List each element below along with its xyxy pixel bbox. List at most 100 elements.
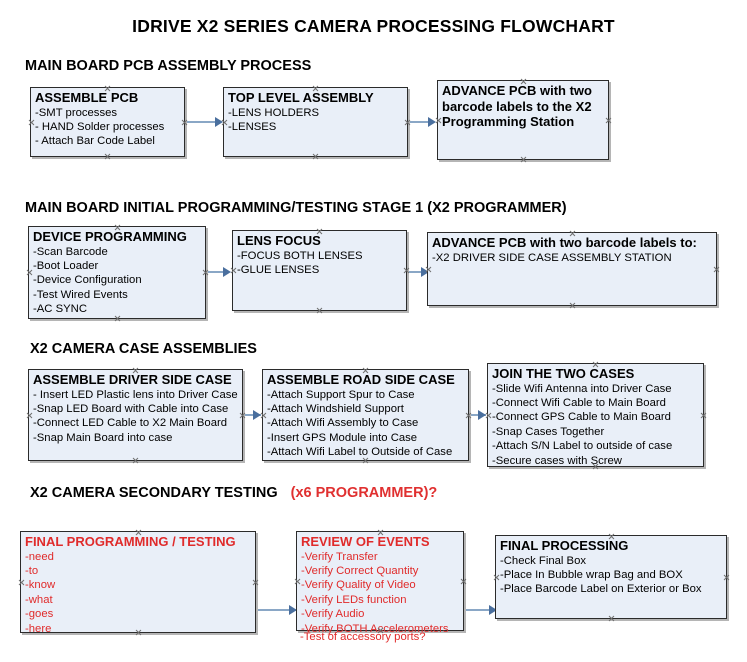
connector-handle-top[interactable] bbox=[312, 85, 319, 92]
connector-handle-left[interactable] bbox=[28, 119, 35, 126]
connector-handle-left[interactable] bbox=[18, 579, 25, 586]
connector-handle-top[interactable] bbox=[362, 367, 369, 374]
node-final-programming-testing[interactable]: FINAL PROGRAMMING / TESTING -need -to -k… bbox=[18, 529, 259, 636]
node-assemble-road-side-case[interactable]: ASSEMBLE ROAD SIDE CASE -Attach Support … bbox=[262, 369, 469, 461]
connector-final-programming-to-review[interactable] bbox=[258, 609, 296, 611]
connector-handle-bottom[interactable] bbox=[316, 307, 323, 314]
node-line: - HAND Solder processes bbox=[35, 120, 165, 133]
node-line: -Snap LED Board with Cable into Case bbox=[33, 402, 229, 415]
node-line: -Connect LED Cable to X2 Main Board bbox=[33, 417, 228, 430]
node-title: ASSEMBLE PCB bbox=[35, 90, 139, 105]
node-line: -Verify BOTH Accelerometers bbox=[301, 622, 449, 635]
connector-handle-bottom[interactable] bbox=[135, 629, 142, 636]
node-join-the-two-cases[interactable]: JOIN THE TWO CASES -Slide Wifi Antenna i… bbox=[487, 363, 704, 467]
connector-handle-right[interactable] bbox=[460, 578, 467, 585]
node-line: -Attach Wifi Label to Outside of Case bbox=[267, 446, 453, 459]
connector-handle-bottom[interactable] bbox=[114, 315, 121, 322]
node-line: -need bbox=[25, 550, 54, 563]
node-line: - Insert LED Plastic lens into Driver Ca… bbox=[33, 388, 238, 401]
connector-handle-left[interactable] bbox=[26, 412, 33, 419]
node-title: LENS FOCUS bbox=[237, 233, 321, 248]
connector-handle-right[interactable] bbox=[723, 574, 730, 581]
connector-handle-left[interactable] bbox=[435, 117, 442, 124]
section-header-x2-camera-case-assemblies: X2 CAMERA CASE ASSEMBLIES bbox=[30, 341, 257, 357]
node-line: -Check Final Box bbox=[500, 554, 587, 567]
connector-lens-focus-to-advance-pcb-driver[interactable] bbox=[409, 271, 427, 273]
connector-handle-top[interactable] bbox=[132, 367, 139, 374]
node-line: -Place In Bubble wrap Bag and BOX bbox=[500, 568, 683, 581]
connector-device-programming-to-lens-focus[interactable] bbox=[208, 271, 229, 273]
connector-handle-bottom[interactable] bbox=[312, 153, 319, 160]
connector-handle-left[interactable] bbox=[425, 266, 432, 273]
node-title: ADVANCE PCB with two barcode labels to: bbox=[432, 235, 697, 250]
connector-top-level-to-advance-pcb[interactable] bbox=[410, 121, 434, 123]
node-line: -goes bbox=[25, 608, 54, 621]
connector-handle-left[interactable] bbox=[26, 269, 33, 276]
node-top-level-assembly[interactable]: TOP LEVEL ASSEMBLY -LENS HOLDERS -LENSES bbox=[223, 87, 408, 157]
connector-handle-left[interactable] bbox=[230, 267, 237, 274]
node-assemble-driver-side-case[interactable]: ASSEMBLE DRIVER SIDE CASE - Insert LED P… bbox=[28, 369, 243, 461]
node-review-of-events[interactable]: REVIEW OF EVENTS -Verify Transfer -Verif… bbox=[294, 529, 467, 635]
node-line: -what bbox=[25, 593, 53, 606]
connector-handle-bottom[interactable] bbox=[569, 302, 576, 309]
arrowhead-icon bbox=[428, 117, 436, 127]
connector-handle-right[interactable] bbox=[605, 117, 612, 124]
connector-handle-top[interactable] bbox=[135, 529, 142, 536]
node-line: -Secure cases with Screw bbox=[492, 454, 622, 467]
connector-handle-bottom[interactable] bbox=[520, 156, 527, 163]
node-advance-pcb-driver-side-station[interactable]: ADVANCE PCB with two barcode labels to: … bbox=[427, 232, 717, 306]
node-assemble-pcb[interactable]: ASSEMBLE PCB -SMT processes - HAND Solde… bbox=[30, 87, 185, 157]
node-title: FINAL PROCESSING bbox=[500, 538, 629, 553]
connector-handle-left[interactable] bbox=[493, 574, 500, 581]
node-line: -know bbox=[25, 579, 56, 592]
connector-handle-top[interactable] bbox=[592, 361, 599, 368]
section-header-text: X2 CAMERA SECONDARY TESTING bbox=[30, 485, 278, 501]
node-line: -SMT processes bbox=[35, 106, 118, 119]
node-title: JOIN THE TWO CASES bbox=[492, 366, 635, 381]
node-line: -Device Configuration bbox=[33, 274, 142, 287]
node-line: -Verify LEDs function bbox=[301, 593, 407, 606]
connector-handle-right[interactable] bbox=[713, 266, 720, 273]
connector-handle-top[interactable] bbox=[316, 228, 323, 235]
connector-handle-left[interactable] bbox=[485, 412, 492, 419]
node-line: -to bbox=[25, 564, 39, 577]
section-header-main-board-initial-programming: MAIN BOARD INITIAL PROGRAMMING/TESTING S… bbox=[25, 200, 567, 216]
connector-review-to-final-processing[interactable] bbox=[466, 609, 495, 611]
node-line: -FOCUS BOTH LENSES bbox=[237, 249, 363, 262]
node-line: -GLUE LENSES bbox=[237, 263, 320, 276]
node-final-processing[interactable]: FINAL PROCESSING -Check Final Box -Place… bbox=[495, 535, 727, 619]
node-line: -Verify Correct Quantity bbox=[301, 564, 419, 577]
connector-handle-top[interactable] bbox=[608, 533, 615, 540]
node-line: -Snap Main Board into case bbox=[33, 431, 173, 444]
node-device-programming[interactable]: DEVICE PROGRAMMING -Scan Barcode -Boot L… bbox=[28, 226, 206, 319]
connector-handle-top[interactable] bbox=[520, 78, 527, 85]
node-line: -Verify Transfer bbox=[301, 550, 378, 563]
connector-handle-bottom[interactable] bbox=[104, 153, 111, 160]
connector-handle-left[interactable] bbox=[221, 119, 228, 126]
arrowhead-icon bbox=[289, 605, 297, 615]
connector-handle-left[interactable] bbox=[260, 412, 267, 419]
arrowhead-icon bbox=[253, 410, 261, 420]
node-line: -Insert GPS Module into Case bbox=[267, 431, 418, 444]
connector-handle-bottom[interactable] bbox=[132, 457, 139, 464]
node-title: TOP LEVEL ASSEMBLY bbox=[228, 90, 374, 105]
connector-handle-top[interactable] bbox=[114, 224, 121, 231]
node-lens-focus[interactable]: LENS FOCUS -FOCUS BOTH LENSES -GLUE LENS… bbox=[232, 230, 407, 311]
connector-handle-top[interactable] bbox=[104, 85, 111, 92]
connector-assemble-pcb-to-top-level[interactable] bbox=[187, 121, 221, 123]
arrowhead-icon bbox=[478, 410, 486, 420]
connector-handle-left[interactable] bbox=[294, 578, 301, 585]
node-line: - Attach Bar Code Label bbox=[35, 135, 155, 148]
connector-handle-right[interactable] bbox=[252, 579, 259, 586]
node-line: -Test Wired Events bbox=[33, 288, 128, 301]
connector-handle-bottom[interactable] bbox=[362, 457, 369, 464]
connector-handle-right[interactable] bbox=[700, 412, 707, 419]
section-header-x2-camera-secondary-testing: X2 CAMERA SECONDARY TESTING (x6 PROGRAMM… bbox=[30, 485, 437, 501]
connector-handle-bottom[interactable] bbox=[608, 615, 615, 622]
connector-handle-top[interactable] bbox=[377, 529, 384, 536]
node-advance-pcb-programming-station[interactable]: ADVANCE PCB with two barcode labels to t… bbox=[437, 80, 609, 160]
node-title: FINAL PROGRAMMING / TESTING bbox=[25, 534, 236, 549]
connector-handle-top[interactable] bbox=[569, 230, 576, 237]
connector-handle-bottom[interactable] bbox=[592, 463, 599, 470]
